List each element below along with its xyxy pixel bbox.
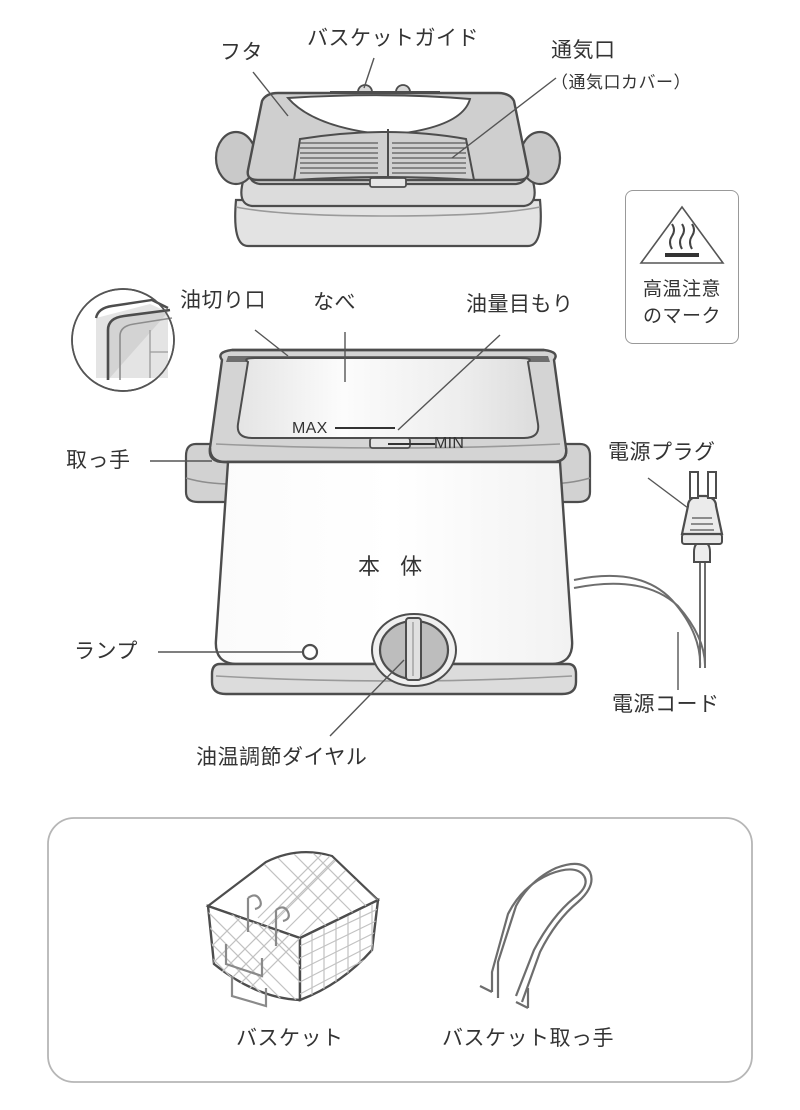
basket-bracket-upper	[224, 944, 264, 978]
label-lid: フタ	[220, 41, 263, 64]
label-handle: 取っ手	[66, 449, 131, 472]
basket-guide-nub-right	[395, 84, 411, 93]
leader-vent	[451, 77, 557, 159]
basket-hook-left	[246, 894, 262, 932]
label-min: MIN	[434, 435, 465, 452]
leader-temp-dial	[329, 659, 405, 737]
plug-body	[680, 494, 724, 536]
label-vent: 通気口	[551, 39, 616, 62]
label-oil-drain: 油切り口	[180, 289, 266, 312]
label-basket-guide: バスケットガイド	[307, 27, 479, 50]
plug-flange	[681, 533, 723, 545]
leader-lines	[150, 57, 689, 737]
label-body: 本 体	[358, 554, 430, 579]
basket-handle-illustration	[479, 862, 593, 1009]
label-temp-dial: 油温調節ダイヤル	[196, 746, 368, 769]
lamp-indicator	[301, 643, 319, 661]
label-vent-sub: （通気口カバー）	[551, 73, 691, 92]
label-power-cord: 電源コード	[612, 693, 720, 716]
label-pot: なべ	[313, 291, 356, 314]
hot-surface-warning-box: 高温注意 のマーク	[625, 190, 739, 344]
warning-line-1: 高温注意	[642, 279, 721, 300]
label-max: MAX	[292, 420, 328, 437]
hot-surface-icon	[639, 205, 725, 264]
plug-blade-right	[707, 471, 717, 499]
lid-window	[286, 94, 472, 136]
caption-basket-handle: バスケット取っ手	[442, 1027, 614, 1050]
temperature-dial[interactable]	[371, 613, 457, 687]
plug-blade-left	[689, 471, 699, 499]
lid-assembly	[214, 84, 562, 248]
vent-cover	[292, 129, 476, 188]
warning-line-2: のマーク	[642, 305, 721, 327]
accessories-panel	[47, 817, 753, 1083]
power-cord-assembly	[573, 471, 724, 669]
vent-cover-tab	[369, 177, 407, 188]
caption-basket: バスケット	[236, 1027, 344, 1050]
label-lamp: ランプ	[74, 640, 138, 663]
leader-basket-guide	[363, 57, 375, 89]
label-oil-gauge: 油量目もり	[466, 293, 574, 316]
leader-plug	[647, 477, 689, 509]
oil-drain-detail-inset	[71, 288, 175, 392]
leader-oil-gauge	[397, 334, 501, 431]
basket-bracket-lower	[230, 976, 268, 1008]
pot-inner	[236, 357, 540, 439]
main-body-assembly	[184, 348, 592, 696]
leader-lid	[252, 71, 289, 117]
leader-oil-drain	[254, 329, 289, 357]
basket-hook-right	[274, 906, 290, 946]
label-power-plug: 電源プラグ	[608, 441, 716, 464]
